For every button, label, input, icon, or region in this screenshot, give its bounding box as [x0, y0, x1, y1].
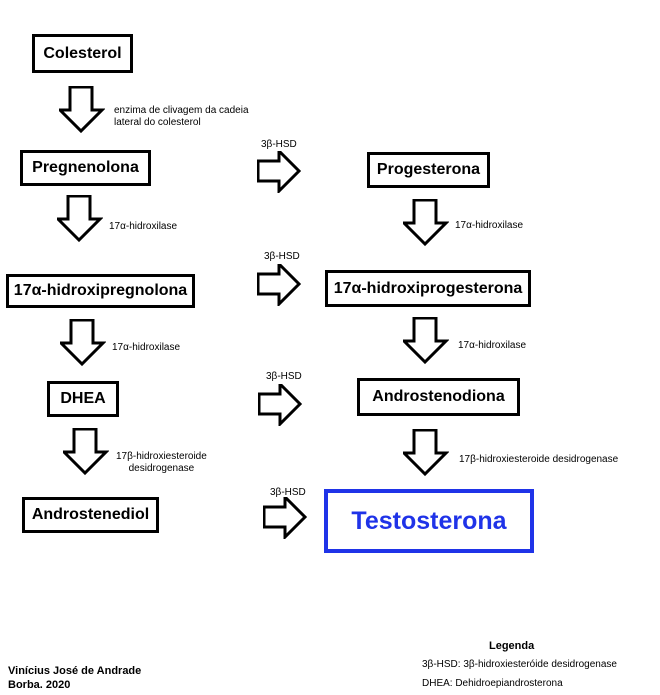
arrow-down-icon: [57, 195, 102, 242]
legend-item-3b-hsd: 3β-HSD: 3β-hidroxiesteróide desidrogenas…: [422, 659, 617, 670]
label-3b-hsd: 3β-HSD: [266, 371, 302, 382]
arrow-right-icon: [258, 384, 302, 426]
label-17b-line2: desidrogenase: [128, 463, 195, 474]
label-17a-hidroxilase: 17α-hidroxilase: [109, 221, 178, 232]
node-17a-hidroxipregnolona: 17α-hidroxipregnolona: [6, 274, 195, 308]
node-progesterona: Progesterona: [367, 152, 490, 188]
node-17a-hidroxiprogesterona: 17α-hidroxiprogesterona: [325, 270, 531, 307]
node-colesterol: Colesterol: [32, 34, 133, 73]
arrow-down-icon: [403, 429, 448, 476]
label-clivagem: enzima de clivagem da cadeia lateral do …: [114, 105, 249, 129]
label-17a-hidroxilase: 17α-hidroxilase: [112, 342, 181, 353]
legend-title: Legenda: [489, 640, 535, 652]
node-pregnenolona: Pregnenolona: [20, 150, 151, 186]
arrow-right-icon: [263, 497, 307, 539]
node-androstenediol: Androstenediol: [22, 497, 159, 533]
arrow-down-icon: [60, 319, 105, 366]
label-17a-hidroxilase: 17α-hidroxilase: [458, 340, 527, 351]
arrow-down-icon: [63, 428, 108, 475]
node-testosterona: Testosterona: [324, 489, 534, 553]
label-17b-hidroxiesteroide-desidrogenase: 17β-hidroxiesteroide desidrogenase: [459, 454, 619, 465]
label-3b-hsd: 3β-HSD: [264, 251, 300, 262]
arrow-right-icon: [257, 264, 301, 306]
arrow-right-icon: [257, 151, 301, 193]
node-androstenodiona: Androstenodiona: [357, 378, 520, 416]
credits-author: Vinícius José de Andrade: [8, 665, 142, 677]
label-17b-hidroxiesteroide: 17β-hidroxiesteroide desidrogenase: [116, 451, 207, 475]
arrow-down-icon: [403, 199, 448, 246]
node-dhea: DHEA: [47, 381, 119, 417]
credits-year: Borba. 2020: [8, 679, 71, 691]
credits: Vinícius José de Andrade Borba. 2020: [8, 664, 141, 692]
arrow-down-icon: [59, 86, 104, 133]
legend-item-dhea: DHEA: Dehidroepiandrosterona: [422, 678, 563, 689]
label-clivagem-line2: lateral do colesterol: [114, 117, 201, 128]
arrow-down-icon: [403, 317, 448, 364]
label-3b-hsd: 3β-HSD: [261, 139, 297, 150]
label-17b-line1: 17β-hidroxiesteroide: [116, 451, 207, 462]
label-clivagem-line1: enzima de clivagem da cadeia: [114, 105, 249, 116]
label-17a-hidroxilase: 17α-hidroxilase: [455, 220, 524, 231]
label-3b-hsd: 3β-HSD: [270, 487, 306, 498]
